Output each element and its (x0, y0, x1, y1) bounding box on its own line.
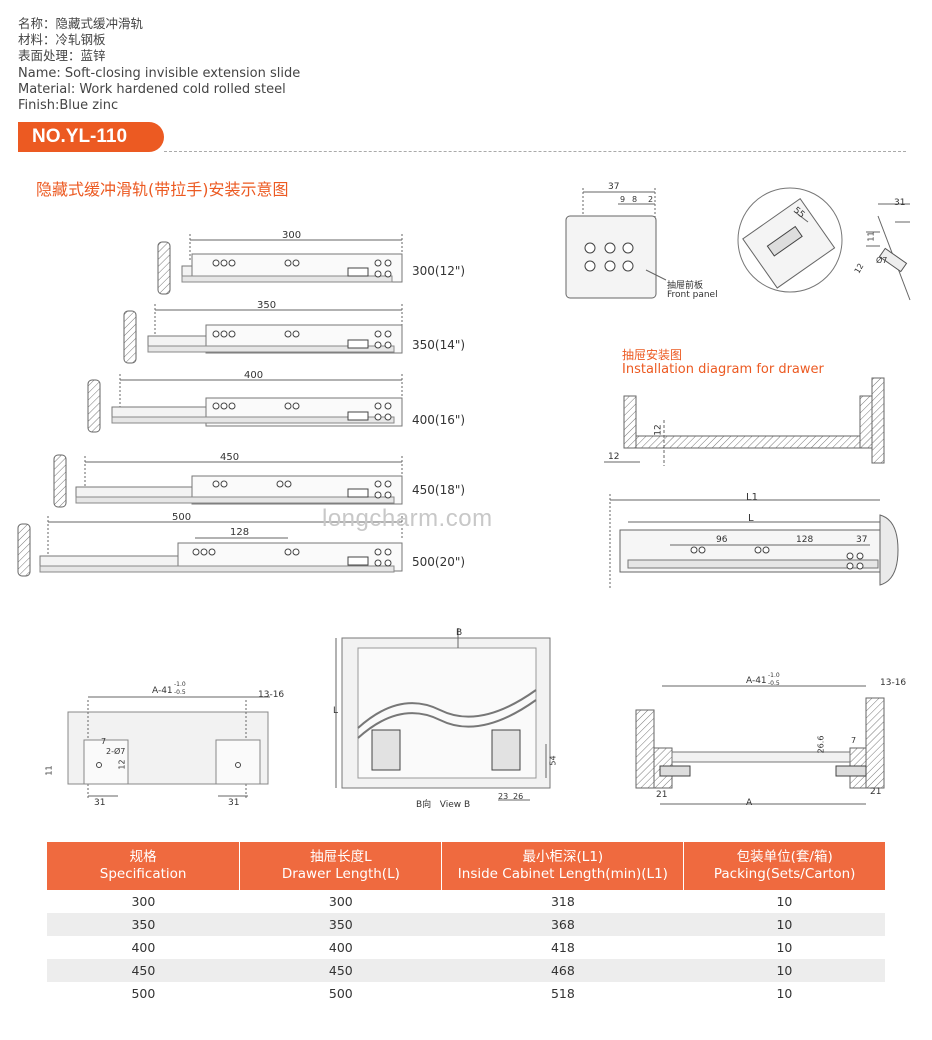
dim-128: 128 (230, 527, 250, 538)
slide-400 (87, 374, 403, 433)
size-450: 450(18") (412, 483, 466, 497)
slide-300 (157, 234, 403, 295)
fp-dim-9: 9 (620, 195, 626, 204)
side-dim-37: 37 (856, 535, 868, 545)
model-badge: NO.YL-110 (18, 122, 164, 152)
header-specification: 规格 Specification (47, 842, 241, 890)
bl-dim-11: 11 (44, 765, 54, 776)
br-a-label: A-41 (746, 676, 767, 686)
header-packing: 包装单位(套/箱) Packing(Sets/Carton) (683, 842, 885, 890)
br-side: 13-16 (880, 678, 907, 688)
detail3-dim-7: Ø7 (876, 256, 888, 265)
divider-rule (164, 151, 906, 152)
vb-dim-26: 26 (513, 792, 524, 801)
drawer-dim-12h: 12 (608, 452, 620, 462)
fp-dim-8: 8 (632, 195, 638, 204)
size-300: 300(12") (412, 264, 466, 278)
br-dim-21a: 21 (656, 790, 668, 800)
side-dim-96: 96 (716, 535, 728, 545)
br-dim-266: 26.6 (816, 735, 826, 754)
br-dim-21b: 21 (870, 787, 882, 797)
bl-dim-31a: 31 (94, 798, 106, 808)
spec-table: 规格 Specification 抽屉长度L Drawer Length(L) … (47, 842, 885, 1005)
front-panel-label-en: Front panel (667, 290, 718, 300)
dim-450: 450 (220, 452, 240, 463)
bl-dim-7: 7 (101, 737, 107, 746)
fp-dim-37: 37 (608, 182, 620, 192)
dim-400: 400 (244, 370, 264, 381)
view-b-diagram (335, 628, 551, 801)
header-cabinet-length: 最小柜深(L1) Inside Cabinet Length(min)(L1) (441, 842, 685, 890)
drawer-dim-12v: 12 (653, 424, 664, 436)
br-dim-7: 7 (851, 736, 857, 745)
fp-dim-2: 2 (648, 195, 654, 204)
drawer-install-title-en: Installation diagram for drawer (622, 362, 824, 377)
name-en: Name: Soft-closing invisible extension s… (18, 66, 301, 81)
bracket-detail (737, 187, 843, 293)
bl-dim-12: 12 (117, 759, 127, 770)
br-a: A (746, 798, 753, 808)
vb-l: L (333, 706, 339, 716)
finish-en: Finish:Blue zinc (18, 98, 119, 113)
front-panel-detail (565, 188, 667, 299)
bl-tol-plus: -1.0 (174, 681, 186, 688)
vb-b: B (456, 628, 463, 638)
vb-dim-54: 54 (548, 755, 558, 766)
bl-dim-31b: 31 (228, 798, 240, 808)
side-l: L (748, 513, 754, 524)
vb-caption: B向 View B (416, 800, 471, 810)
name-cn: 名称：隐藏式缓冲滑轨 (18, 16, 144, 31)
slide-350 (123, 304, 403, 364)
material-en: Material: Work hardened cold rolled stee… (18, 82, 286, 97)
bottom-left-plan (67, 696, 270, 800)
hole-detail (866, 203, 911, 301)
header-drawer-length: 抽屉长度L Drawer Length(L) (239, 842, 443, 890)
slide-450 (53, 454, 403, 508)
dim-350: 350 (257, 300, 277, 311)
side-view-diagram (609, 494, 899, 590)
size-350: 350(14") (412, 338, 466, 352)
br-tol-plus: -1.0 (768, 672, 780, 679)
table-header-row: 规格 Specification 抽屉长度L Drawer Length(L) … (47, 842, 885, 890)
detail3-dim-11: 11 (866, 231, 876, 242)
install-title: 隐藏式缓冲滑轨(带拉手)安装示意图 (36, 180, 289, 199)
bottom-right-section (635, 685, 885, 805)
side-l1: L1 (746, 492, 758, 503)
front-panel-label-cn: 抽屉前板 (667, 281, 704, 291)
watermark: longcharm.com (322, 505, 493, 532)
bl-hole: 2-Ø7 (106, 747, 126, 756)
finish-cn: 表面处理：蓝锌 (18, 48, 106, 63)
bl-tol-minus: -0.5 (174, 689, 186, 696)
bl-side: 13-16 (258, 690, 285, 700)
size-500: 500(20") (412, 555, 466, 569)
slide-500 (17, 516, 403, 577)
side-dim-128: 128 (796, 535, 814, 545)
vb-dim-23: 23 (498, 792, 509, 801)
size-400: 400(16") (412, 413, 466, 427)
material-cn: 材料：冷轧钢板 (18, 32, 106, 47)
detail3-dim-31: 31 (894, 198, 906, 208)
dim-300: 300 (282, 230, 302, 241)
drawer-install-title-cn: 抽屉安装图 (622, 348, 683, 362)
dim-500: 500 (172, 512, 192, 523)
bl-a-label: A-41 (152, 686, 173, 696)
br-tol-minus: -0.5 (768, 680, 780, 687)
drawer-install-diagram (604, 377, 885, 466)
